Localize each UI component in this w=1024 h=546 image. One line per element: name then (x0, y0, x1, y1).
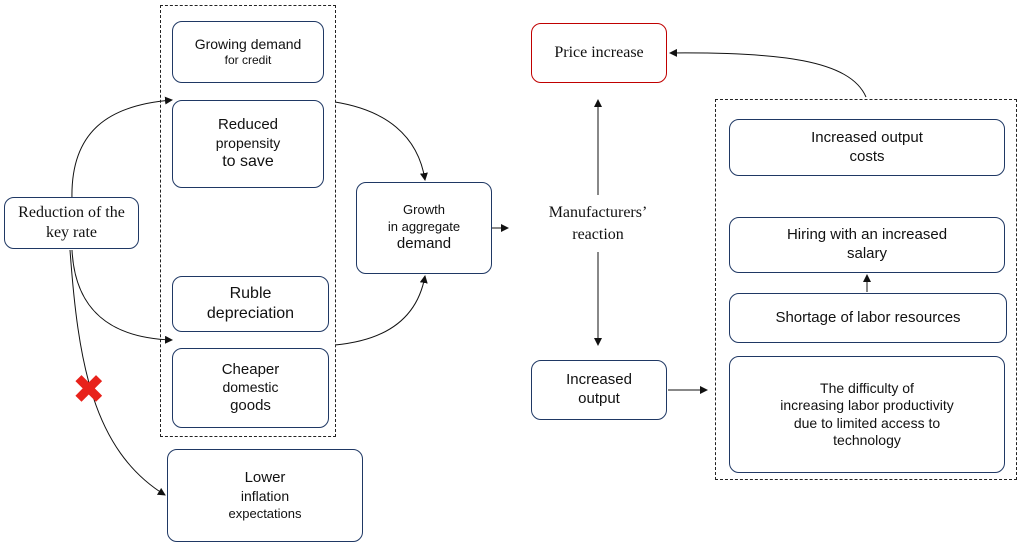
ruble-depreciation-line-1: Ruble (229, 285, 272, 302)
ruble-depreciation-box: Ruble depreciation (172, 276, 329, 332)
reduced-propensity-box: Reduced propensity to save (172, 100, 324, 188)
growth-demand-line-2: in aggregate (387, 218, 461, 234)
growing-demand-line-2: for credit (224, 53, 272, 68)
manufacturers-reaction-label: Manufacturers’ reaction (538, 202, 658, 245)
hiring-line-1: Hiring with an increased (786, 226, 948, 244)
growth-demand-line-3: demand (396, 234, 452, 252)
lower-inflation-line-1: Lower (244, 469, 286, 487)
difficulty-line-2: increasing labor productivity (780, 397, 954, 413)
price-increase-label: Price increase (554, 44, 644, 61)
output-costs-line-2: costs (849, 147, 885, 165)
lower-inflation-box: Lower inflation expectations (167, 449, 363, 542)
difficulty-line-4: technology (833, 432, 901, 448)
cheaper-goods-line-2: domestic (222, 379, 279, 396)
reduced-propensity-line-3: to save (222, 153, 274, 171)
lower-inflation-line-2: inflation (240, 488, 290, 504)
growth-demand-box: Growth in aggregate demand (356, 182, 492, 274)
manufacturers-reaction-line-1: Manufacturers’ (548, 204, 648, 221)
right-group-frame (715, 99, 1017, 480)
cheaper-goods-box: Cheaper domestic goods (172, 348, 329, 428)
output-costs-box: Increased output costs (729, 119, 1005, 176)
blocked-cross-icon: ✖ (72, 367, 106, 413)
hiring-line-2: salary (846, 245, 887, 262)
arrow-right-group-to-price (669, 48, 867, 98)
key-rate-box: Reduction of the key rate (4, 197, 139, 249)
left-group-frame (160, 5, 336, 437)
shortage-label: Shortage of labor resources (775, 308, 961, 326)
reduced-propensity-line-1: Reduced (217, 115, 279, 133)
difficulty-box: The difficulty of increasing labor produ… (729, 356, 1005, 473)
arrow-left-group-to-growth-top (334, 101, 428, 181)
increased-output-line-1: Increased (566, 371, 632, 389)
manufacturers-reaction-line-2: reaction (572, 225, 624, 243)
reduced-propensity-line-2: propensity (215, 134, 281, 151)
arrow-keyrate-to-lower-inflation (69, 249, 166, 496)
hiring-box: Hiring with an increased salary (729, 217, 1005, 273)
ruble-depreciation-line-2: depreciation (206, 305, 295, 322)
lower-inflation-line-3: expectations (228, 505, 302, 521)
increased-output-line-2: output (578, 390, 620, 407)
difficulty-line-1: The difficulty of (820, 379, 914, 396)
shortage-box: Shortage of labor resources (729, 293, 1007, 343)
cheaper-goods-line-1: Cheaper (221, 360, 280, 378)
increased-output-box: Increased output (531, 360, 667, 420)
growing-demand-line-1: Growing demand (194, 35, 302, 52)
arrow-left-group-to-growth-bottom (334, 275, 428, 346)
difficulty-line-3: due to limited access to (793, 414, 941, 431)
key-rate-line-1: Reduction of the (18, 204, 125, 221)
price-increase-box: Price increase (531, 23, 667, 83)
arrow-keyrate-to-reduced-propensity (71, 96, 173, 201)
growth-demand-line-1: Growth (403, 202, 445, 218)
growing-demand-box: Growing demand for credit (172, 21, 324, 83)
key-rate-line-2: key rate (45, 224, 98, 241)
arrow-keyrate-to-cheaper-goods (71, 249, 173, 344)
cheaper-goods-line-3: goods (230, 396, 271, 414)
output-costs-line-1: Increased output (811, 128, 923, 146)
